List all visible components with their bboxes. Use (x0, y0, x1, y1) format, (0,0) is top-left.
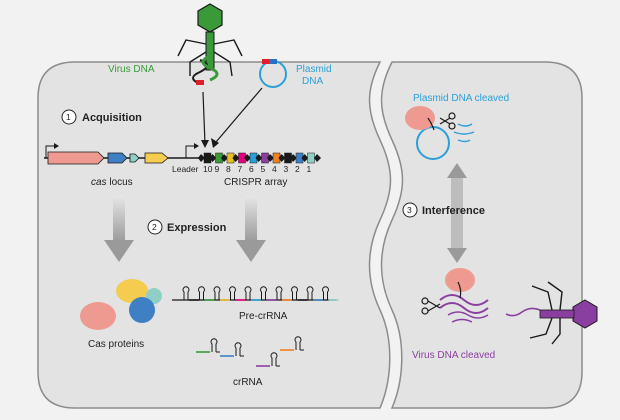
repeat-marker (290, 154, 297, 162)
pre-crrna-label: Pre-crRNA (239, 311, 288, 322)
crrna-strands (196, 336, 304, 367)
purple-bacteriophage-icon (505, 281, 598, 345)
stem-loop (182, 286, 190, 300)
repeat-marker (221, 154, 228, 162)
crrna-stem-loop (234, 342, 242, 356)
step-2-number: 2 (152, 222, 157, 232)
stem-loop (244, 286, 252, 300)
plasmid-dna-cleaved-label: Plasmid DNA cleaved (413, 93, 509, 104)
repeat-marker (198, 154, 205, 162)
interference-heading: Interference (422, 205, 485, 217)
plasmid-cleavage-icon (405, 106, 475, 160)
bacterial-cell-left (37, 61, 392, 409)
bacterial-cell-right (380, 61, 583, 409)
plasmid-dna-label-2: DNA (302, 76, 323, 87)
down-arrow-right (236, 196, 266, 262)
spacer-number: 1 (307, 164, 312, 174)
stem-loop (275, 286, 283, 300)
cas-locus (44, 143, 200, 165)
down-arrow-left (104, 196, 134, 262)
repeat-marker (278, 154, 286, 162)
pre-crrna-strand (172, 286, 339, 301)
virus-to-array-arrow (202, 91, 206, 145)
leader-label: Leader (172, 164, 199, 174)
plasmid-dna-label-1: Plasmid (296, 64, 332, 75)
step-3-number: 3 (407, 205, 412, 215)
step-2-badge (147, 219, 163, 235)
plasmid-to-array-arrow (215, 87, 263, 143)
crispr-array (185, 143, 321, 164)
bacteriophage-icon (177, 3, 243, 77)
spacer-number: 7 (238, 164, 243, 174)
stem-loop (229, 286, 236, 300)
step-1-number: 1 (66, 112, 71, 122)
step-1-badge (61, 109, 77, 125)
spacer-number: 10 (203, 164, 213, 174)
repeat-marker (209, 154, 217, 162)
spacer-number: 4 (272, 164, 277, 174)
spacer-number: 2 (295, 164, 300, 174)
scissors-icon-2 (421, 297, 441, 315)
repeat-marker (267, 154, 274, 162)
cas-locus-label: cas locus (91, 177, 133, 188)
stem-loop (291, 286, 298, 300)
stem-loop (260, 286, 267, 300)
virus-dna-cleaved-label: Virus DNA cleaved (412, 350, 495, 361)
cas-proteins-icon (80, 279, 162, 330)
crrna-stem-loop (210, 338, 218, 352)
expression-heading: Expression (167, 222, 227, 234)
step-3-badge (402, 202, 418, 218)
plasmid-icon (259, 59, 287, 88)
crrna-label: crRNA (233, 377, 263, 388)
virus-dna-cleavage-icon (439, 268, 489, 323)
repeat-marker (301, 154, 309, 162)
repeat-marker (244, 154, 251, 162)
crispr-array-label: CRISPR array (224, 177, 287, 188)
spacer-number: 8 (226, 164, 231, 174)
stem-loop (306, 286, 314, 300)
bidirectional-arrow (447, 163, 467, 263)
spacer-number: 5 (261, 164, 266, 174)
repeat-marker (255, 154, 263, 162)
spacer-number: 9 (215, 164, 220, 174)
acquisition-heading: Acquisition (82, 112, 142, 124)
stem-loop (213, 286, 221, 300)
spacer-number: 6 (249, 164, 254, 174)
virus-dna-helix-icon (192, 54, 219, 85)
spacer-block (307, 152, 315, 164)
scissors-icon (439, 112, 456, 130)
stem-loop (322, 286, 329, 300)
repeat-marker (314, 154, 321, 162)
crrna-stem-loop (294, 336, 302, 350)
repeat-marker (232, 154, 240, 162)
spacer-number: 3 (284, 164, 289, 174)
cas-proteins-label: Cas proteins (88, 339, 144, 350)
stem-loop (198, 286, 205, 300)
virus-dna-label: Virus DNA (108, 64, 155, 75)
crrna-stem-loop (270, 352, 278, 366)
